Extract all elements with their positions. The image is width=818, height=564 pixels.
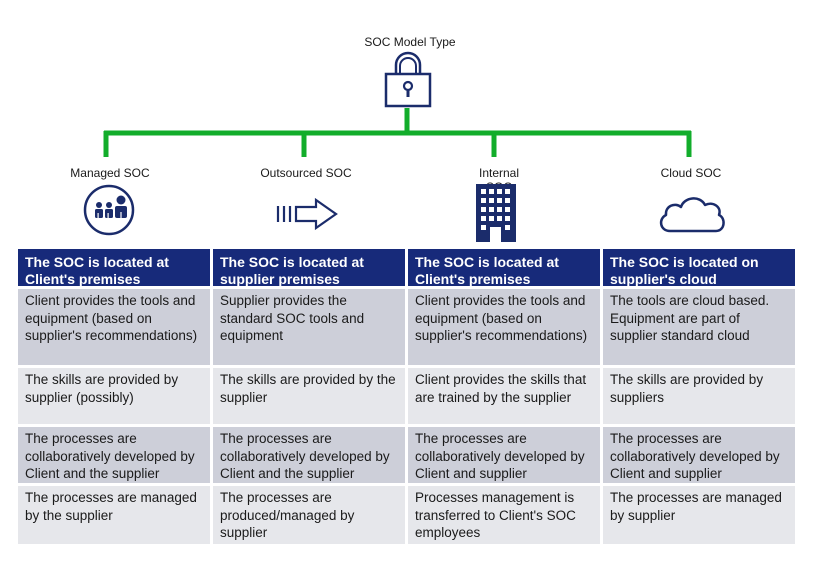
table-cell: The tools are cloud based. Equipment are… — [603, 289, 795, 365]
table-cell: The processes are managed by supplier — [603, 486, 795, 544]
team-circle-icon — [80, 184, 138, 241]
arrow-right-icon — [274, 196, 340, 237]
table-cell: The processes are collaboratively develo… — [213, 427, 405, 483]
header-cell: The SOC is located at Client's premises — [408, 249, 600, 287]
cloud-soc-label: Cloud SOC — [660, 166, 722, 180]
table-cell: The processes are collaboratively develo… — [18, 427, 210, 483]
root-label: SOC Model Type — [364, 35, 456, 49]
table-cell: Client provides the tools and equipment … — [408, 289, 600, 365]
tree-connector — [103, 108, 692, 157]
table-cell: The processes are collaboratively develo… — [603, 427, 795, 483]
building-icon — [475, 183, 517, 250]
comparison-table: The SOC is located at Client's premises … — [18, 249, 795, 544]
table-cell: The processes are collaboratively develo… — [408, 427, 600, 483]
table-cell: The processes are managed by the supplie… — [18, 486, 210, 544]
cloud-icon — [656, 193, 728, 240]
table-cell: The skills are provided by suppliers — [603, 368, 795, 424]
managed-soc-label: Managed SOC — [70, 166, 150, 180]
table-cell: The skills are provided by the supplier — [213, 368, 405, 424]
table-cell: The processes are produced/managed by su… — [213, 486, 405, 544]
outsourced-soc-label: Outsourced SOC — [260, 166, 352, 180]
header-cell: The SOC is located at supplier premises — [213, 249, 405, 287]
header-cell: The SOC is located on supplier's cloud — [603, 249, 795, 287]
table-cell: Processes management is transferred to C… — [408, 486, 600, 544]
table-cell: Client provides the skills that are trai… — [408, 368, 600, 424]
table-cell: Client provides the tools and equipment … — [18, 289, 210, 365]
lock-icon — [384, 48, 432, 113]
table-cell: Supplier provides the standard SOC tools… — [213, 289, 405, 365]
table-cell: The skills are provided by supplier (pos… — [18, 368, 210, 424]
header-cell: The SOC is located at Client's premises — [18, 249, 210, 287]
